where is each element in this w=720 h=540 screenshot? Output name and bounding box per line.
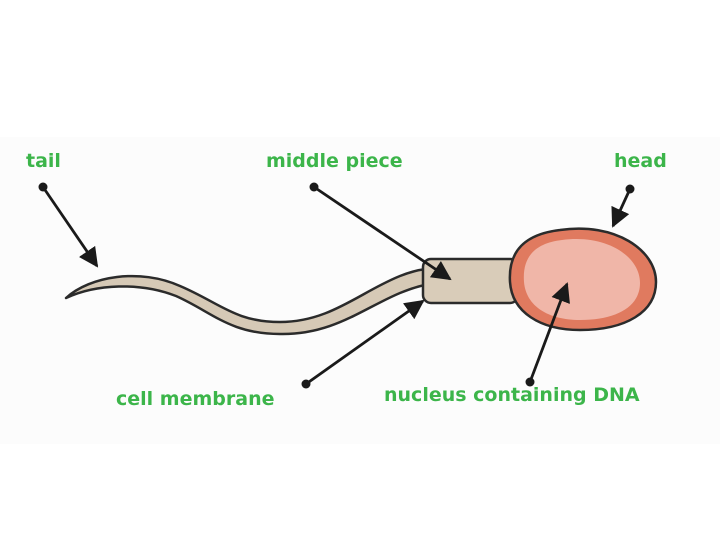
tail-shape — [64, 267, 428, 336]
tail-arrow-dot — [38, 182, 48, 192]
tail-arrow — [41, 186, 99, 268]
nucleus-arrow — [528, 282, 570, 383]
cell-membrane-arrow — [305, 299, 425, 386]
head-label: head — [614, 150, 667, 172]
middle-piece-arrow-dot — [309, 182, 319, 192]
middle-piece-label: middle piece — [266, 150, 403, 172]
nucleus-arrow-dot — [525, 377, 535, 387]
pointer-arrows — [38, 182, 635, 389]
head-arrow-dot — [625, 184, 635, 194]
middle-piece-shape — [421, 257, 520, 305]
cell-membrane-arrow-dot — [301, 379, 311, 389]
nucleus-label: nucleus containing DNA — [384, 384, 640, 406]
tail-label: tail — [26, 150, 61, 172]
middle-piece-arrow — [313, 185, 452, 281]
head-arrow — [611, 188, 632, 228]
cell-membrane-label: cell membrane — [116, 388, 275, 410]
